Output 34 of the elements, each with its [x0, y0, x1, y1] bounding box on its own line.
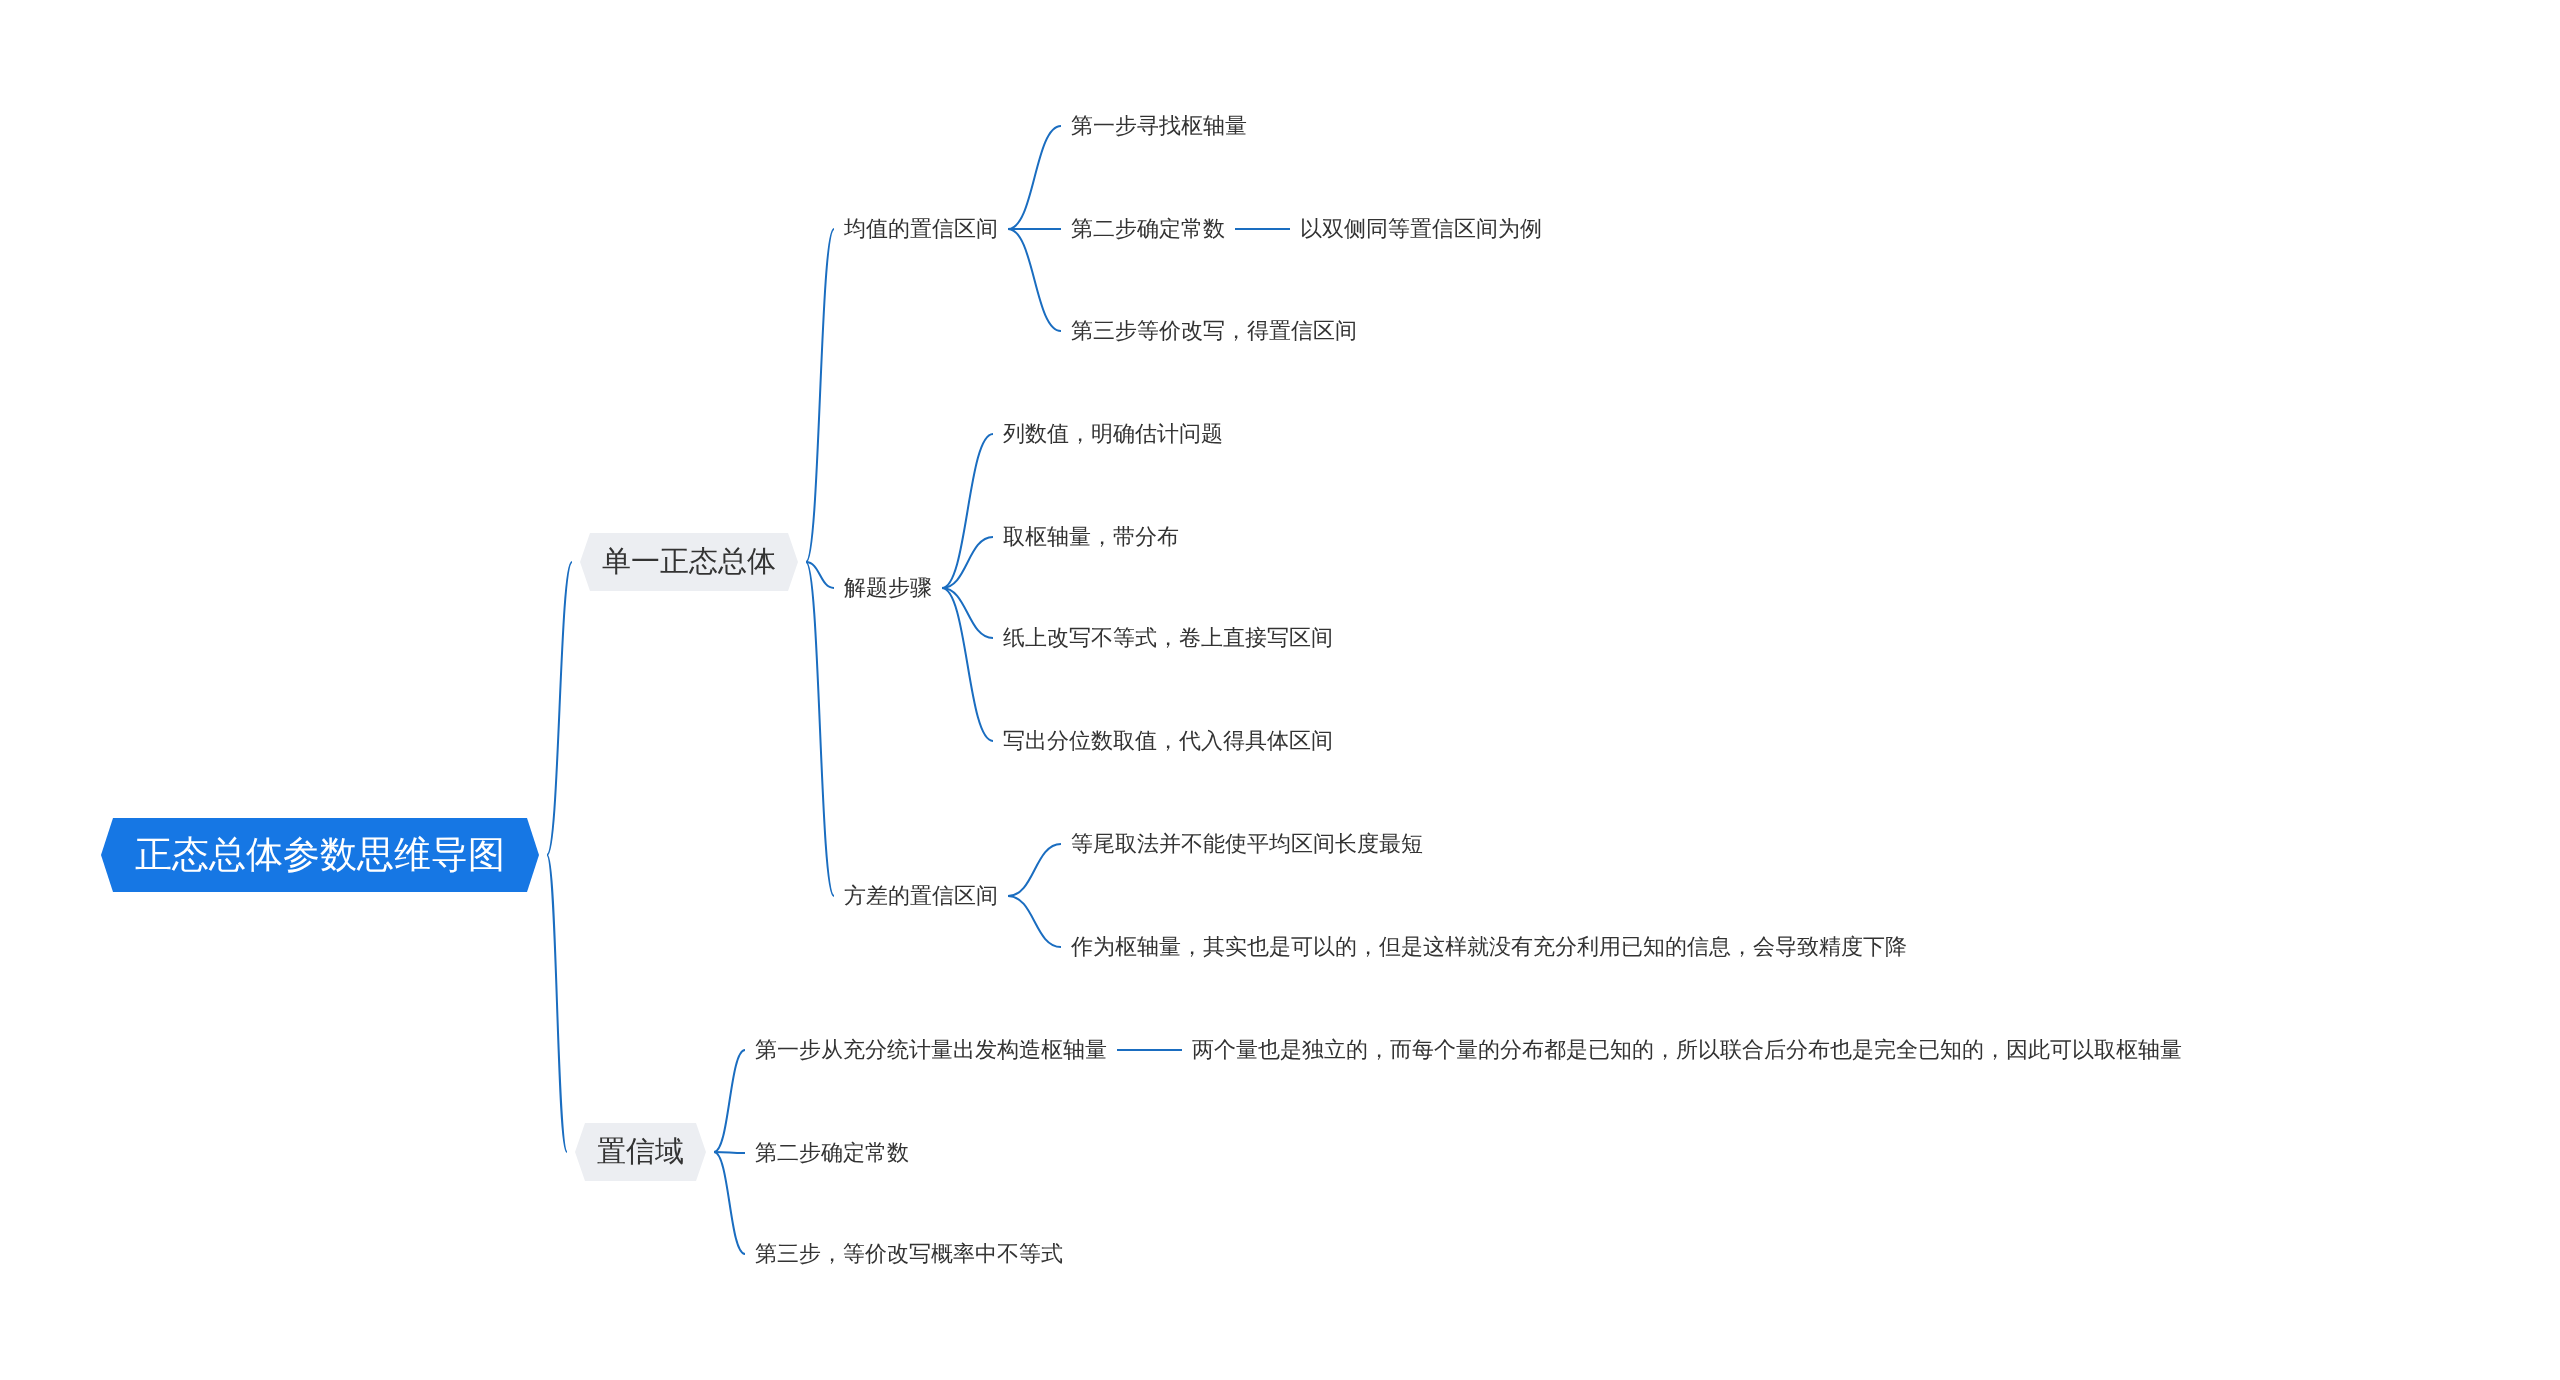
connector-line: [805, 561, 835, 589]
topic-text: 第二步确定常数: [753, 1136, 911, 1170]
topic-text: 第一步寻找枢轴量: [1069, 109, 1249, 143]
main-topic: 置信域: [575, 1123, 706, 1181]
connector-line: [546, 561, 573, 856]
topic-text: 第二步确定常数: [1069, 212, 1227, 246]
topic-text: 第三步等价改写，得置信区间: [1069, 314, 1359, 348]
topic-text: 作为枢轴量，其实也是可以的，但是这样就没有充分利用已知的信息，会导致精度下降: [1069, 930, 1909, 964]
topic-text: 列数值，明确估计问题: [1001, 417, 1225, 451]
topic-text: 以双侧同等置信区间为例: [1298, 212, 1544, 246]
connector-line: [941, 433, 994, 589]
connector-line: [805, 228, 835, 563]
connector-line: [1234, 228, 1291, 230]
connector-line: [1116, 1049, 1183, 1051]
central-topic: 正态总体参数思维导图: [101, 818, 539, 892]
topic-text: 第三步，等价改写概率中不等式: [753, 1237, 1065, 1271]
topic-text: 纸上改写不等式，卷上直接写区间: [1001, 621, 1335, 655]
topic-text: 解题步骤: [842, 571, 934, 605]
connector-line: [941, 587, 994, 742]
topic-text: 写出分位数取值，代入得具体区间: [1001, 724, 1335, 758]
topic-text: 第一步从充分统计量出发构造枢轴量: [753, 1033, 1109, 1067]
topic-text: 方差的置信区间: [842, 879, 1000, 913]
topic-text: 均值的置信区间: [842, 212, 1000, 246]
connector-line: [713, 1049, 746, 1153]
topic-text: 取枢轴量，带分布: [1001, 520, 1181, 554]
connector-line: [805, 561, 835, 897]
topic-text: 等尾取法并不能使平均区间长度最短: [1069, 827, 1425, 861]
connector-line: [713, 1151, 746, 1154]
connector-line: [1007, 895, 1062, 948]
connector-line: [713, 1151, 746, 1255]
connector-line: [1007, 228, 1062, 332]
main-topic: 单一正态总体: [580, 533, 798, 591]
topic-text: 两个量也是独立的，而每个量的分布都是已知的，所以联合后分布也是完全已知的，因此可以取枢轴量: [1190, 1033, 2184, 1067]
connector-line: [546, 854, 568, 1153]
